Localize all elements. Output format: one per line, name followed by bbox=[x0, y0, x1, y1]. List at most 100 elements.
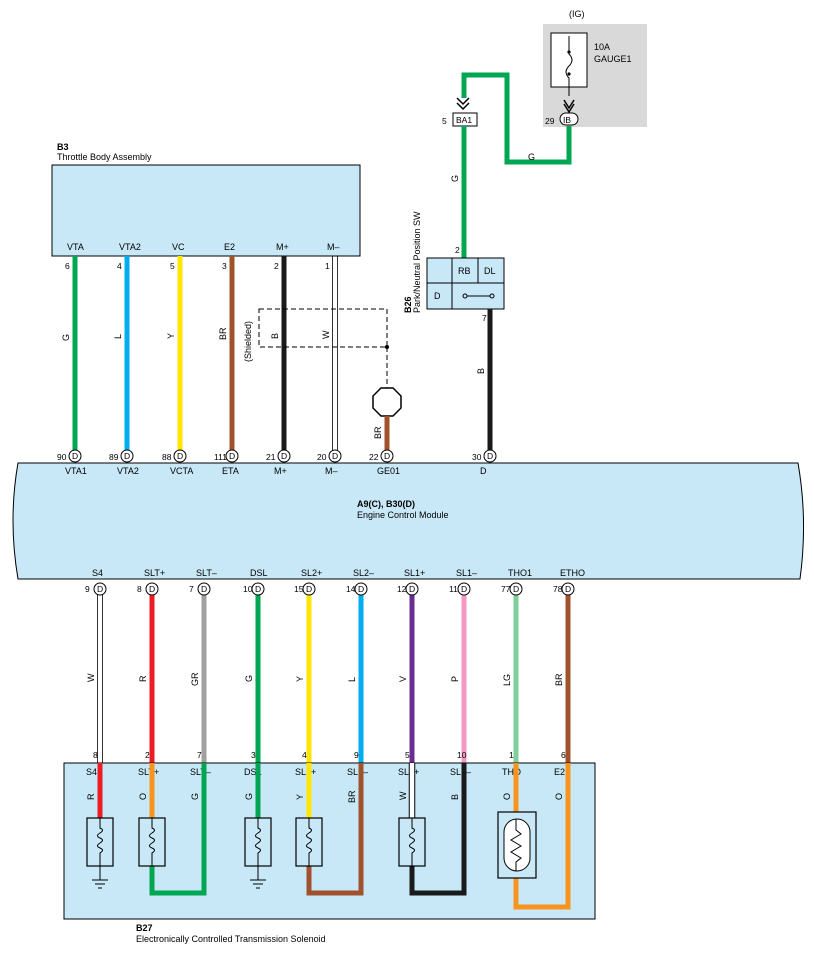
solenoid-terminal-name: SL1+ bbox=[398, 767, 419, 777]
ba1-pin: 5 bbox=[442, 116, 447, 126]
ecm-box bbox=[12, 462, 805, 580]
solenoid-terminal-name: SLT– bbox=[190, 767, 211, 777]
ecm-top-pin-name: GE01 bbox=[377, 466, 400, 476]
ecm-bottom-pin-name: ETHO bbox=[560, 568, 585, 578]
solenoid-terminal-name: E2 bbox=[554, 767, 565, 777]
solenoid-terminal-name: S4 bbox=[86, 767, 97, 777]
ecm-bottom-pin-name: DSL bbox=[250, 568, 268, 578]
coil-icon bbox=[306, 818, 312, 866]
connector-letter: D bbox=[229, 451, 235, 461]
connector-d-icon bbox=[561, 582, 575, 596]
solenoid-inner-wire-label: BR bbox=[347, 790, 357, 803]
ig-label: (IG) bbox=[569, 9, 585, 19]
ecm-wire-label: P bbox=[450, 676, 460, 682]
ecm-top-pin-number: 111 bbox=[214, 452, 227, 462]
connector-d-icon bbox=[251, 582, 265, 596]
throttle-wire-label: Y bbox=[166, 333, 176, 339]
throttle-terminal-name: VTA bbox=[67, 242, 84, 252]
g-wire-fuse-to-ba1 bbox=[461, 72, 572, 165]
inner-wire-sl1-minus bbox=[409, 763, 467, 896]
throttle-body: B3 Throttle Body Assembly VTA6GVTA24LVC5… bbox=[51, 142, 361, 452]
fuse-icon bbox=[565, 36, 573, 96]
ecm-top-pin-number: 88 bbox=[162, 452, 172, 462]
ib-connector bbox=[559, 112, 579, 126]
connector-d-icon bbox=[277, 449, 291, 463]
ecm-top-pin-name: VCTA bbox=[170, 466, 193, 476]
ecm-wire-label: BR bbox=[554, 673, 564, 686]
ecm-top-pin-number: 89 bbox=[109, 452, 119, 462]
ecm-top-pin-name: M– bbox=[325, 466, 338, 476]
ecm-bottom-pin-name: SLT– bbox=[196, 568, 217, 578]
ecm-bottom-pin-number: 77 bbox=[501, 584, 511, 594]
throttle-wire-label: B bbox=[270, 333, 280, 339]
connector-d-icon bbox=[405, 582, 419, 596]
solenoid-inner-wire-label: Y bbox=[295, 794, 305, 800]
connector-letter: D bbox=[565, 584, 571, 594]
throttle-wire-label: L bbox=[113, 334, 123, 339]
connector-d-icon bbox=[120, 449, 134, 463]
connector-letter: D bbox=[513, 584, 519, 594]
pnp-dl: DL bbox=[484, 266, 496, 276]
solenoid-terminal-pin: 8 bbox=[93, 750, 98, 760]
throttle-terminal-name: VC bbox=[172, 242, 185, 252]
connector-d-icon bbox=[302, 582, 316, 596]
solenoid-terminal-pin: 9 bbox=[354, 750, 359, 760]
connector-letter: D bbox=[358, 584, 364, 594]
pnp-rb: RB bbox=[458, 266, 471, 276]
coil-icon bbox=[409, 818, 415, 866]
connector-letter: D bbox=[332, 451, 338, 461]
solenoid-inner-wire-label: O bbox=[554, 793, 564, 800]
connector-letter: D bbox=[306, 584, 312, 594]
connector-d-icon bbox=[68, 449, 82, 463]
solenoid-inner-wire-label: G bbox=[190, 793, 200, 800]
solenoid-terminal-name: SLT+ bbox=[138, 767, 159, 777]
throttle-wire-label: W bbox=[321, 330, 331, 339]
ecm-bottom-pin-number: 9 bbox=[85, 584, 90, 594]
solenoid-terminal-pin: 3 bbox=[251, 750, 256, 760]
throttle-terminal-name: M+ bbox=[276, 242, 289, 252]
solenoid-name: Electronically Controlled Transmission S… bbox=[136, 934, 326, 944]
throttle-wire-label: BR bbox=[218, 327, 228, 340]
inner-wire-slt-minus bbox=[149, 763, 207, 896]
solenoid-inner-wire-label: B bbox=[450, 794, 460, 800]
ecm-top-pin-name: ETA bbox=[222, 466, 239, 476]
inner-wire-sl2-minus bbox=[306, 763, 364, 896]
ecm-wire-label: Y bbox=[295, 676, 305, 682]
chevron-down-icon bbox=[456, 102, 470, 111]
shield-box bbox=[258, 308, 388, 348]
throttle-terminal-name: M– bbox=[327, 242, 340, 252]
solenoid-terminal-pin: 1 bbox=[509, 750, 514, 760]
connector-letter: D bbox=[409, 584, 415, 594]
ecm-bottom-pin-name: SL2+ bbox=[301, 568, 322, 578]
throttle-name: Throttle Body Assembly bbox=[57, 152, 152, 162]
pnp-name: Park/Neutral Position SW bbox=[412, 211, 422, 313]
ecm-name: Engine Control Module bbox=[357, 510, 449, 520]
throttle-terminal-pin: 1 bbox=[325, 261, 330, 271]
ecm-wire-label: LG bbox=[502, 674, 512, 686]
ib-label: IB bbox=[563, 115, 571, 125]
ecm-bottom-pin-name: SL2– bbox=[353, 568, 374, 578]
ecm-wire-label: W bbox=[86, 673, 96, 682]
ecm-top-pin-name: VTA1 bbox=[65, 466, 87, 476]
ecm-bottom-pin-number: 12 bbox=[397, 584, 407, 594]
ecm-top-pin-number: 90 bbox=[57, 452, 67, 462]
connector-d-icon bbox=[93, 582, 107, 596]
coil-icon bbox=[255, 818, 261, 866]
resistor-icon bbox=[510, 819, 522, 871]
arrow-down-icon bbox=[563, 99, 575, 110]
connector-d-icon bbox=[328, 449, 342, 463]
solenoid-terminal-pin: 4 bbox=[302, 750, 307, 760]
solenoid-terminal-name: SL2+ bbox=[295, 767, 316, 777]
ground-point-icon bbox=[372, 387, 402, 417]
solenoid-terminal-pin: 7 bbox=[197, 750, 202, 760]
ecm-top-pin-name: VTA2 bbox=[117, 466, 139, 476]
throttle-terminal-pin: 3 bbox=[222, 261, 227, 271]
connector-d-icon bbox=[173, 449, 187, 463]
throttle-terminal-pin: 4 bbox=[117, 261, 122, 271]
ecm-wire-label: GR bbox=[190, 672, 200, 686]
ecm-bottom-pin-name: S4 bbox=[92, 568, 103, 578]
pnp-switch: RB DL D 2 7 B26 Park/Neutral Position SW… bbox=[403, 211, 505, 452]
connector-d-icon bbox=[354, 582, 368, 596]
